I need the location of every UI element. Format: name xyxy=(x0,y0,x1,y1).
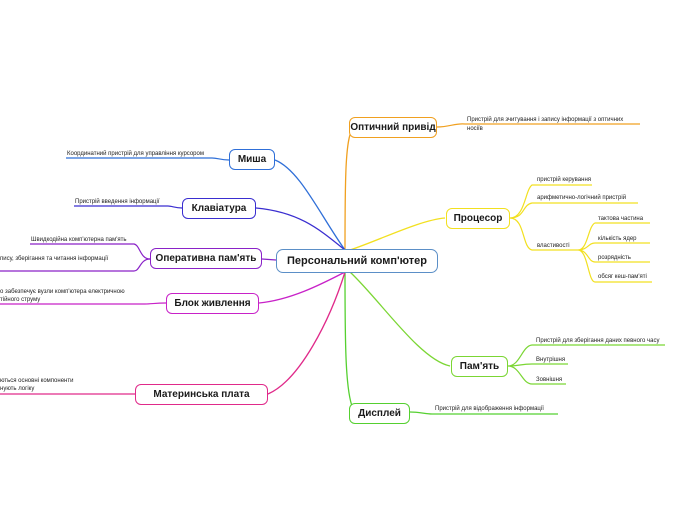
line-cpu-trunk xyxy=(509,184,638,251)
leaf-ram-desc-1: Швидкодійна комп'ютерна пам'ять xyxy=(31,237,127,243)
leaf-mobo-desc-1: ються основні компоненти xyxy=(0,378,74,384)
leaf-memory-purpose: Пристрій для зберігання даних певного ча… xyxy=(536,338,660,344)
node-keyboard[interactable]: Клавіатура xyxy=(182,198,256,219)
line-memory-trunk xyxy=(507,344,665,385)
connector-ram xyxy=(261,258,277,261)
connector-psu xyxy=(258,271,346,304)
leaf-psu-desc-1: о забезпечує вузли комп'ютера електрично… xyxy=(0,289,125,295)
node-power-supply[interactable]: Блок живлення xyxy=(166,293,259,314)
node-motherboard[interactable]: Материнська плата xyxy=(135,384,268,405)
line-keyboard-leaf xyxy=(74,205,183,209)
line-psu-leaf xyxy=(0,302,167,305)
connector-memory xyxy=(349,271,451,367)
leaf-cpu-properties: властивості xyxy=(537,243,570,249)
leaf-cpu-control: пристрій керування xyxy=(537,177,592,183)
leaf-mouse-desc: Координатний пристрій для управління кур… xyxy=(67,151,204,157)
leaf-keyboard-desc: Пристрій введення інформації xyxy=(75,199,160,205)
node-ram[interactable]: Оперативна пам'ять xyxy=(150,248,262,269)
node-optical-drive[interactable]: Оптичний привід xyxy=(349,117,437,138)
connector-optical xyxy=(344,126,356,251)
line-optical-leaf xyxy=(436,123,640,128)
connector-cpu xyxy=(349,217,446,251)
line-mouse-leaf xyxy=(66,157,230,161)
line-ram-leaf1 xyxy=(30,243,151,260)
connector-display xyxy=(344,271,356,413)
connector-keyboard xyxy=(255,207,346,251)
node-mouse[interactable]: Миша xyxy=(229,149,275,170)
node-memory[interactable]: Пам'ять xyxy=(451,356,508,377)
root-node[interactable]: Персональний комп'ютер xyxy=(276,249,438,273)
line-ram-leaf2 xyxy=(0,258,151,272)
leaf-memory-internal: Внутрішня xyxy=(536,357,566,363)
node-display[interactable]: Дисплей xyxy=(349,403,410,424)
node-processor[interactable]: Процесор xyxy=(446,208,510,229)
leaf-psu-desc-2: тійного струму xyxy=(0,297,41,303)
line-display-leaf xyxy=(409,411,558,415)
leaf-memory-external: Зовнішня xyxy=(536,377,563,383)
leaf-mobo-desc-2: нують логіку xyxy=(0,386,35,392)
leaf-display-desc: Пристрій для відображення інформації xyxy=(435,406,544,412)
leaf-cpu-alu: арифметично-логічний пристрій xyxy=(537,195,627,201)
line-cpu-props xyxy=(577,222,652,283)
leaf-cpu-cores: кількість ядер xyxy=(598,236,637,242)
leaf-cpu-bits: розрядність xyxy=(598,255,631,261)
leaf-optical-desc-2: носіїв xyxy=(467,126,483,132)
leaf-ram-desc-2: пису, зберігання та читання інформації xyxy=(0,256,109,262)
leaf-optical-desc: Пристрій для зчитування і запису інформа… xyxy=(467,117,624,123)
connector-mobo xyxy=(267,271,346,395)
leaf-cpu-cache: обсяг кеш-пам'яті xyxy=(598,274,647,280)
leaf-cpu-clock: тактова частина xyxy=(598,216,644,222)
connector-mouse xyxy=(274,159,346,251)
